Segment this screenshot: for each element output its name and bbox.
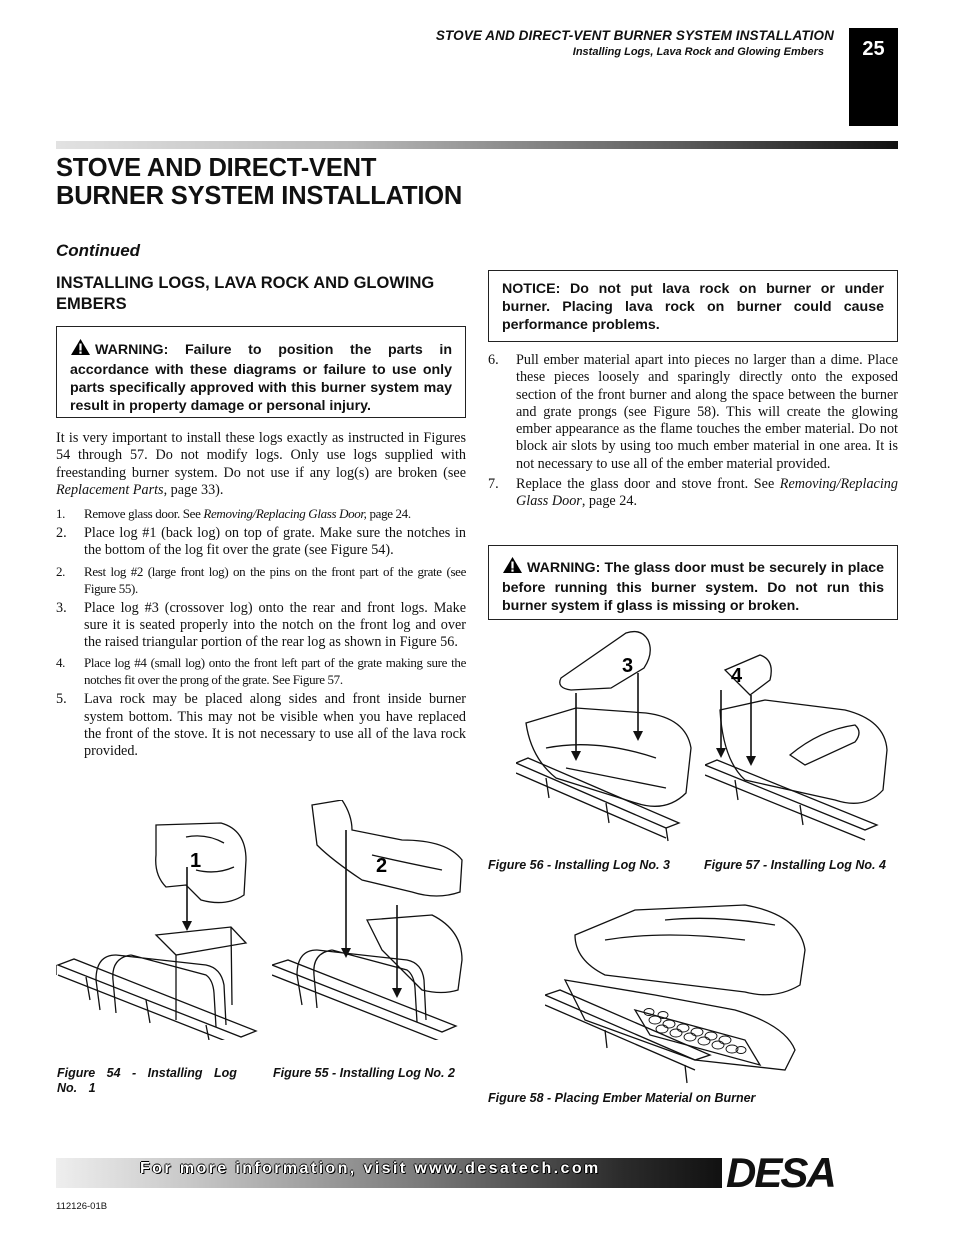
- intro-reference: Replacement Parts: [56, 481, 164, 498]
- warning-triangle-icon: [502, 556, 523, 579]
- figure-56-caption: Figure 56 - Installing Log No. 3: [488, 858, 670, 872]
- running-header-subtitle: Installing Logs, Lava Rock and Glowing E…: [572, 46, 824, 58]
- figure-54-illustration: 1: [56, 822, 258, 1040]
- warning-2-text: WARNING: The glass door must be securely…: [502, 560, 884, 614]
- list-item: 7. Replace the glass door and stove front…: [488, 476, 898, 511]
- footer-website-text: For more information, visit www.desatech…: [140, 1160, 601, 1177]
- desa-logo: DESA: [726, 1152, 837, 1192]
- intro-text-b: , page 33).: [163, 481, 224, 498]
- figure-55-caption: Figure 55 - Installing Log No. 2: [273, 1066, 455, 1080]
- steps-list-left: 1. Remove glass door. See Removing/Replac…: [56, 505, 466, 764]
- step-reference: Removing/Replacing Glass Door,: [203, 506, 367, 521]
- log-label-4: 4: [731, 665, 743, 687]
- steps-list-right: 6. Pull ember material apart into pieces …: [488, 352, 898, 514]
- step-number: 1.: [56, 506, 66, 521]
- figure-57-caption: Figure 57 - Installing Log No. 4: [704, 858, 886, 872]
- desa-logo-text: DESA: [726, 1152, 835, 1192]
- page-number-tab: 25: [849, 28, 898, 126]
- step-number: 5.: [56, 691, 67, 708]
- step-text: Rest log #2 (large front log) on the pin…: [84, 563, 466, 596]
- step-text: Place log #3 (crossover log) onto the re…: [84, 599, 466, 651]
- step-number: 6.: [488, 352, 499, 368]
- header-rule: [56, 141, 898, 149]
- step-reference: Removing/Replacing Glass Door: [516, 476, 898, 510]
- intro-text-a: It is very important to install these lo…: [56, 430, 466, 481]
- step-text-end: page 24.: [366, 506, 411, 521]
- ember-material: [643, 1008, 747, 1054]
- list-item: 5. Lava rock may be placed along sides an…: [56, 691, 466, 760]
- step-text: Place log #1 (back log) on top of grate.…: [84, 525, 466, 559]
- figure-58-caption: Figure 58 - Placing Ember Material on Bu…: [488, 1091, 756, 1105]
- list-item: 2. Place log #1 (back log) on top of grat…: [56, 525, 466, 560]
- continued-label: Continued: [56, 241, 141, 260]
- step-text-end: , page 24.: [581, 493, 637, 510]
- step-text: Pull ember material apart into pieces no…: [516, 352, 898, 472]
- figure-58-illustration: [545, 904, 806, 1084]
- log-label-2: 2: [376, 855, 387, 877]
- step-number: 7.: [488, 476, 499, 493]
- warning-triangle-icon: [70, 338, 91, 361]
- step-number: 2.: [56, 525, 67, 541]
- list-item: 2. Rest log #2 (large front log) on the p…: [56, 563, 466, 597]
- step-text: Place log #4 (small log) onto the front …: [84, 655, 466, 688]
- footer-bar: [56, 1158, 722, 1188]
- notice-text: NOTICE: Do not put lava rock on burner o…: [502, 281, 884, 333]
- step-text: Lava rock may be placed along sides and …: [84, 691, 466, 760]
- figure-55-illustration: 2: [272, 800, 463, 1040]
- log-label-1: 1: [190, 850, 201, 872]
- list-item: 6. Pull ember material apart into pieces …: [488, 352, 898, 473]
- figure-54-caption: Figure 54 - Installing Log No. 1: [57, 1066, 237, 1095]
- intro-paragraph: It is very important to install these lo…: [56, 430, 466, 499]
- page-title: STOVE AND DIRECT-VENT BURNER SYSTEM INST…: [56, 154, 463, 210]
- step-text: Remove glass door. See: [84, 506, 204, 521]
- running-header-title: STOVE AND DIRECT-VENT BURNER SYSTEM INST…: [435, 28, 834, 43]
- warning-1-text: WARNING: Failure to position the parts i…: [70, 342, 452, 414]
- list-item: 1. Remove glass door. See Removing/Replac…: [56, 505, 466, 522]
- figure-56-illustration: 3: [516, 630, 692, 842]
- step-text: Replace the glass door and stove front. …: [516, 476, 780, 493]
- log-label-3: 3: [622, 655, 633, 677]
- warning-box-2: WARNING: The glass door must be securely…: [488, 545, 898, 620]
- section-heading: INSTALLING LOGS, LAVA ROCK AND GLOWING E…: [56, 274, 435, 313]
- step-number: 4.: [56, 655, 66, 671]
- part-number: 112126-01B: [56, 1201, 108, 1212]
- list-item: 3. Place log #3 (crossover log) onto the …: [56, 600, 466, 652]
- step-number: 3.: [56, 599, 67, 616]
- page-number: 25: [862, 38, 885, 60]
- notice-box: NOTICE: Do not put lava rock on burner o…: [488, 270, 898, 342]
- figure-57-illustration: 4: [705, 654, 888, 841]
- warning-box-1: WARNING: Failure to position the parts i…: [56, 326, 466, 418]
- list-item: 4. Place log #4 (small log) onto the fron…: [56, 654, 466, 688]
- step-number: 2.: [56, 563, 66, 579]
